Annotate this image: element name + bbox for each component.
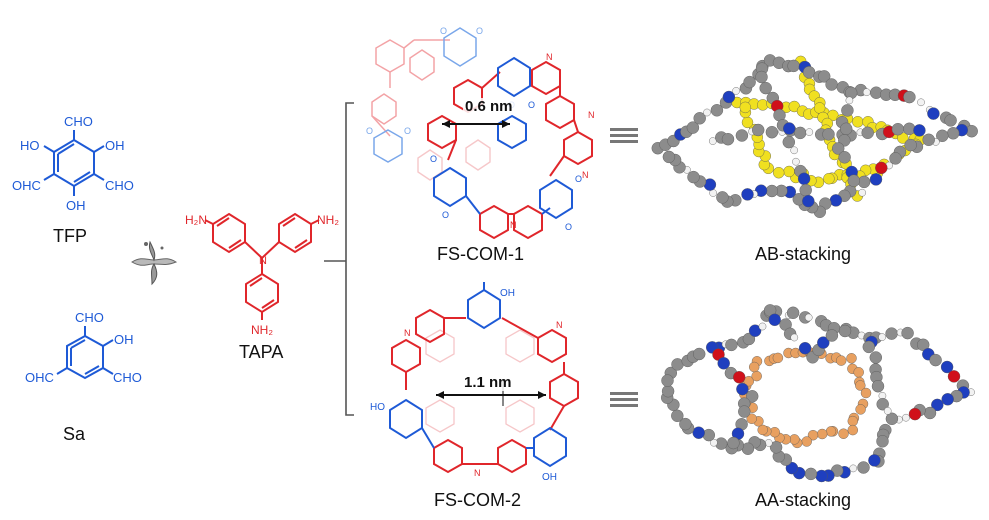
tapa-nh2-right: NH₂ (317, 213, 339, 227)
svg-text:O: O (430, 154, 437, 164)
fs-com-1-caption: FS-COM-1 (437, 244, 524, 264)
svg-text:N: N (556, 320, 563, 330)
sa-oh-right: OH (114, 332, 134, 347)
tfp-oh-bottom: OH (66, 198, 86, 213)
sa-caption: Sa (63, 424, 86, 444)
svg-text:O: O (404, 126, 411, 136)
fs-com-2-caption: FS-COM-2 (434, 490, 521, 510)
fs-com-1-structure: OO OO OO OO OO NN NN (366, 26, 595, 240)
aa-stacking-caption: AA-stacking (755, 490, 852, 510)
fs-com-2-pore-label: 1.1 nm (462, 374, 514, 391)
svg-text:O: O (440, 26, 447, 36)
tfp-oh-left: HO (20, 138, 40, 153)
sa-cho-left: OHC (25, 370, 54, 385)
tfp-cho-top: CHO (64, 114, 93, 129)
svg-text:N: N (474, 468, 481, 478)
tapa-caption: TAPA (239, 342, 284, 362)
svg-text:O: O (565, 222, 572, 232)
svg-text:OH: OH (500, 288, 515, 299)
tapa-structure: N H₂N NH₂ NH₂ (185, 212, 339, 337)
tfp-structure: CHO HO OH OHC CHO OH (12, 114, 134, 213)
tapa-nh2-left: H₂N (185, 213, 207, 227)
sa-cho-top: CHO (75, 310, 104, 325)
branch-bracket (324, 102, 354, 416)
svg-text:N: N (404, 328, 411, 338)
svg-text:N: N (510, 220, 517, 230)
svg-text:N: N (588, 110, 595, 120)
fs-com-2-structure: OH HO OH N N N (370, 282, 579, 483)
sa-structure: CHO OH OHC CHO (25, 310, 142, 385)
svg-text:HO: HO (370, 402, 385, 413)
svg-text:N: N (546, 52, 553, 62)
svg-text:O: O (575, 174, 582, 184)
tfp-caption: TFP (53, 226, 87, 246)
tfp-cho-right: CHO (105, 178, 134, 193)
tfp-cho-left: OHC (12, 178, 41, 193)
svg-text:O: O (366, 126, 373, 136)
svg-text:N: N (259, 255, 267, 267)
aa-stacking-model (661, 304, 975, 483)
fs-com-1-pore-label: 0.6 nm (463, 98, 515, 115)
svg-text:O: O (528, 100, 535, 110)
droplet-mixing-icon (131, 240, 178, 286)
svg-text:OH: OH (542, 472, 557, 483)
svg-text:N: N (582, 170, 589, 180)
ab-stacking-model (651, 54, 978, 219)
triple-bar-equivalent-icon (610, 128, 638, 143)
triple-bar-equivalent-icon (610, 392, 638, 407)
svg-text:O: O (476, 26, 483, 36)
sa-cho-right: CHO (113, 370, 142, 385)
tfp-oh-right: OH (105, 138, 125, 153)
tapa-nh2-bottom: NH₂ (251, 323, 273, 337)
svg-text:O: O (442, 210, 449, 220)
ab-stacking-caption: AB-stacking (755, 244, 852, 264)
